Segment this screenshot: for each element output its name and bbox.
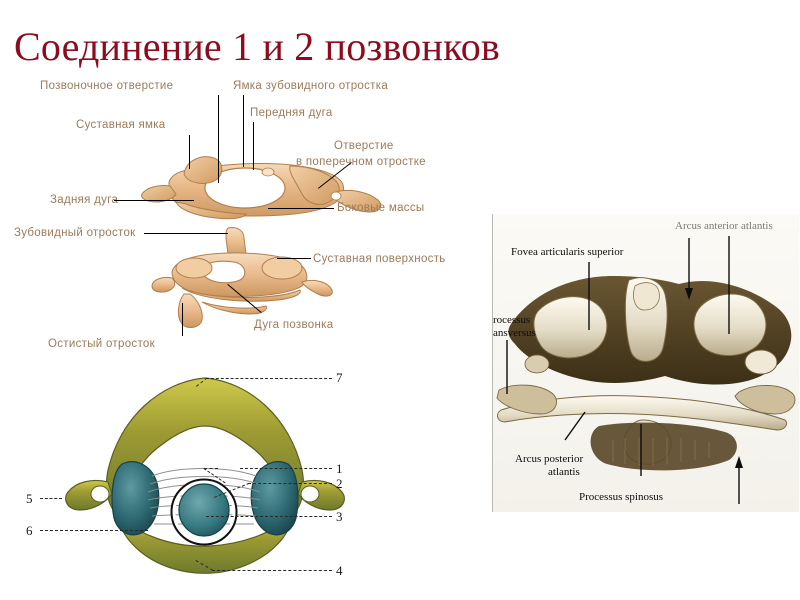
callout-number-6: 6 [26,523,33,538]
callout-number-3: 3 [336,509,343,524]
label-vertebral-foramen: Позвоночное отверстие [40,80,174,92]
callout-number-7: 7 [336,370,343,385]
callout-leader-1-stub [204,468,218,469]
label-arcus-anterior-atlantis: Arcus anterior atlantis [675,220,773,232]
label-lateral-masses: Боковые массы [337,202,425,214]
label-arcus-posterior-atlantis-line2: atlantis [548,466,580,478]
leader-vertebral-foramen [218,95,219,183]
leader-dens [144,233,228,234]
label-processus-transversus-line1: rocessus [493,314,531,326]
callout-number-1: 1 [336,461,343,476]
label-transverse-foramen-line1: Отверстие [334,140,394,152]
callout-leader-3 [206,516,332,517]
label-arcus-posterior-atlantis-line1: Arcus posterior [515,453,584,465]
axis-vertebra-illustration [151,227,333,328]
label-processus-transversus-line2: ansversus [493,327,536,339]
label-articular-surface: Суставная поверхность [313,253,446,265]
label-fovea-articularis-superior: Fovea articularis superior [511,246,624,258]
label-transverse-foramen-line2: в поперечном отростке [296,156,426,168]
leader-posterior-arch [114,200,194,201]
leader-articular-fovea [189,135,190,169]
leader-dens-fovea [243,95,244,167]
callout-leader-4 [212,570,332,571]
callout-number-4: 4 [336,563,343,578]
callout-leader-7 [206,378,332,379]
atlantoaxial-cross-section-illustration [65,377,345,574]
label-anterior-arch: Передняя дуга [250,107,333,119]
atlas-vertebra-illustration [141,156,382,220]
leader-anterior-arch [253,122,254,170]
callout-leader-1 [240,468,332,469]
leader-lateral-masses [268,208,334,209]
label-spinous-process: Остистый отросток [48,338,155,350]
label-dens: Зубовидный отросток [14,227,136,239]
leader-spinous-process [182,303,183,336]
label-vertebral-arch: Дуга позвонка [254,319,334,331]
page-title: Соединение 1 и 2 позвонков [14,24,501,69]
atlas-photograph [493,214,799,512]
leader-articular-surface [277,258,311,259]
label-dens-fovea: Ямка зубовидного отростка [233,80,389,92]
atlas-photograph-panel: Fovea articularis superior Arcus anterio… [492,214,799,512]
label-posterior-arch: Задняя дуга [50,194,119,206]
callout-leader-2 [248,483,332,484]
label-processus-spinosus: Processus spinosus [579,491,664,503]
callout-number-5: 5 [26,491,33,506]
callout-leader-5 [40,498,62,499]
callout-leader-6 [40,530,148,531]
callout-number-2: 2 [336,476,343,491]
label-articular-fovea: Суставная ямка [76,119,166,131]
